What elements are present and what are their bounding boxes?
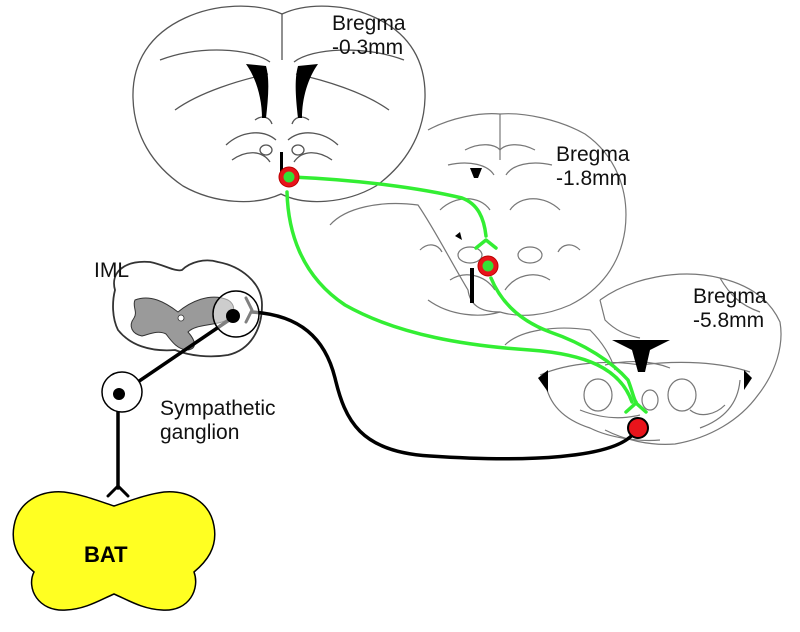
pathway-poa-to-rpa [285,190,634,404]
label-bregma-1-8-line2: -1.8mm [556,167,628,191]
brain-section-bregma-0-3 [132,5,426,203]
label-ganglion-line1: Sympathetic [160,397,276,420]
label-sympathetic-ganglion: Sympathetic ganglion [160,397,276,445]
label-iml: IML [94,259,130,282]
pathway-poa-to-dmh [290,175,488,238]
pathway-iml-to-ganglion [124,316,234,392]
label-bregma-1-8-line1: Bregma [556,143,630,166]
label-bregma-0-3-line2: -0.3mm [332,36,404,60]
neuron-section-1 [278,166,300,188]
ventricles-section-1 [246,64,318,174]
label-bregma-1-8: Bregma -1.8mm [556,143,630,191]
label-bregma-0-3: Bregma -0.3mm [332,12,406,60]
label-bregma-0-3-line1: Bregma [332,12,406,35]
neuron-iml [212,290,260,338]
neuron-section-2 [477,255,499,277]
neuron-ganglion [101,371,143,413]
ventricles-section-2 [455,168,482,303]
synapse-terminal-bat [106,484,130,498]
label-bat: BAT [84,542,128,567]
pathway-dmh-to-rpa [489,276,638,404]
label-bregma-5-8-line2: -5.8mm [693,309,765,333]
bat-tissue-shape [12,491,216,611]
pathway-rpa-to-iml [250,310,638,461]
label-ganglion-line2: ganglion [160,421,240,445]
label-bregma-5-8-line1: Bregma [693,285,767,308]
green-pathways [285,175,638,404]
synapse-terminal-dmh [474,238,498,250]
green-synapse-terminals [474,238,648,414]
synapse-terminal-rpa [624,401,648,414]
label-bregma-5-8: Bregma -5.8mm [693,285,767,333]
neuron-section-3 [627,417,649,439]
black-pathways [116,310,638,490]
ventricles-section-3 [538,340,752,392]
